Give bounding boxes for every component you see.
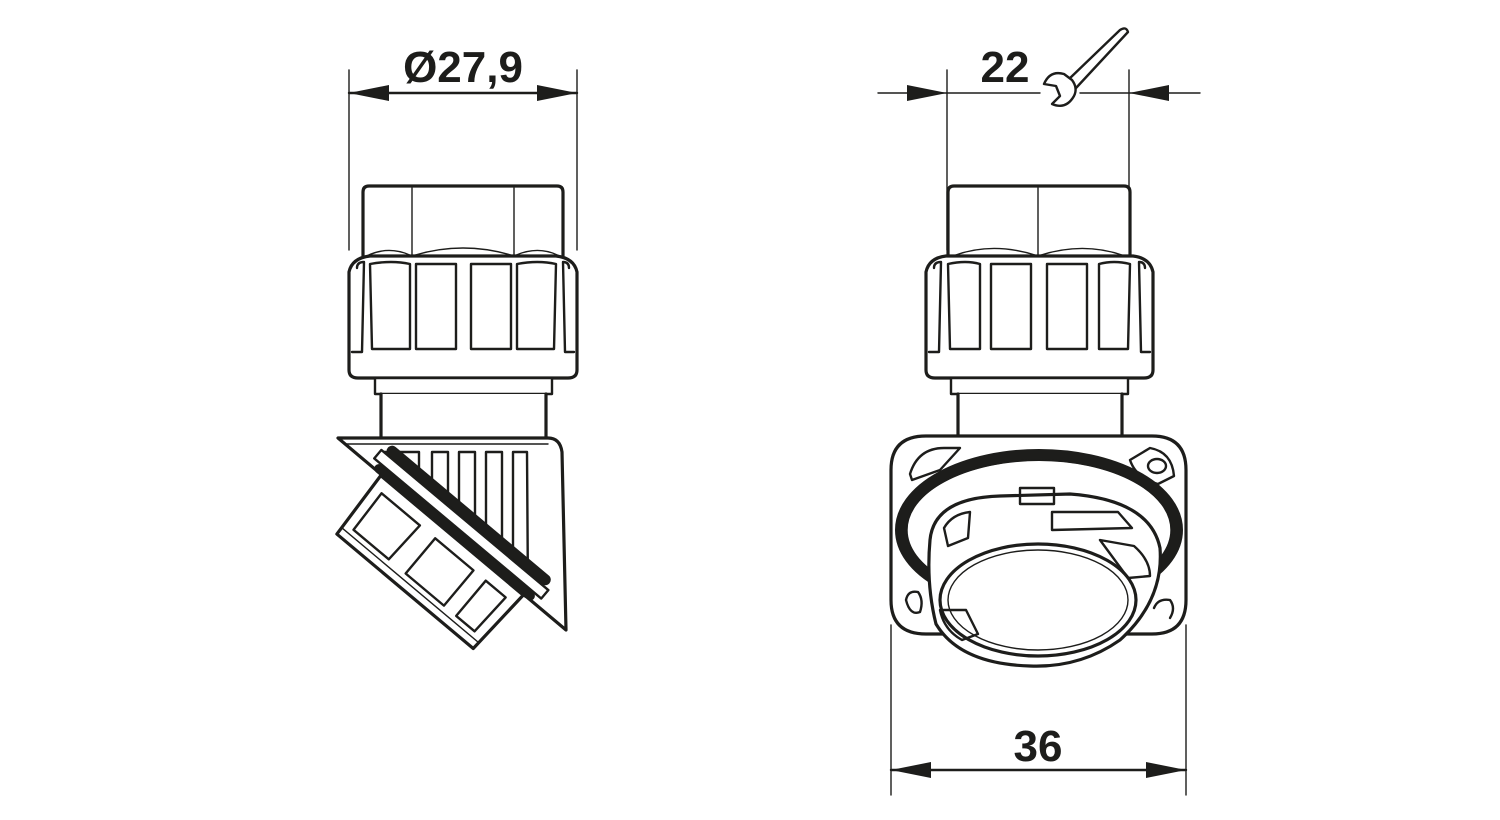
front-hex-nut <box>946 184 1132 264</box>
diameter-label: Ø27,9 <box>403 43 523 92</box>
front-nozzle <box>927 486 1162 668</box>
width-dimension: 36 <box>889 624 1188 796</box>
front-ribbed-nut <box>924 254 1155 380</box>
width-label: 36 <box>1014 722 1063 771</box>
front-neck <box>949 376 1130 442</box>
side-view-fitting: Ø27,9 <box>335 43 579 651</box>
wrench-icon <box>1042 27 1130 107</box>
wrench-size-label: 22 <box>981 43 1030 92</box>
hex-nut-top <box>361 184 565 264</box>
ribbed-cap-nut <box>347 254 579 380</box>
threaded-nozzle <box>335 445 551 651</box>
front-view-fitting: 22 <box>877 27 1201 796</box>
neck <box>373 376 554 442</box>
diameter-dimension: Ø27,9 <box>347 43 579 251</box>
